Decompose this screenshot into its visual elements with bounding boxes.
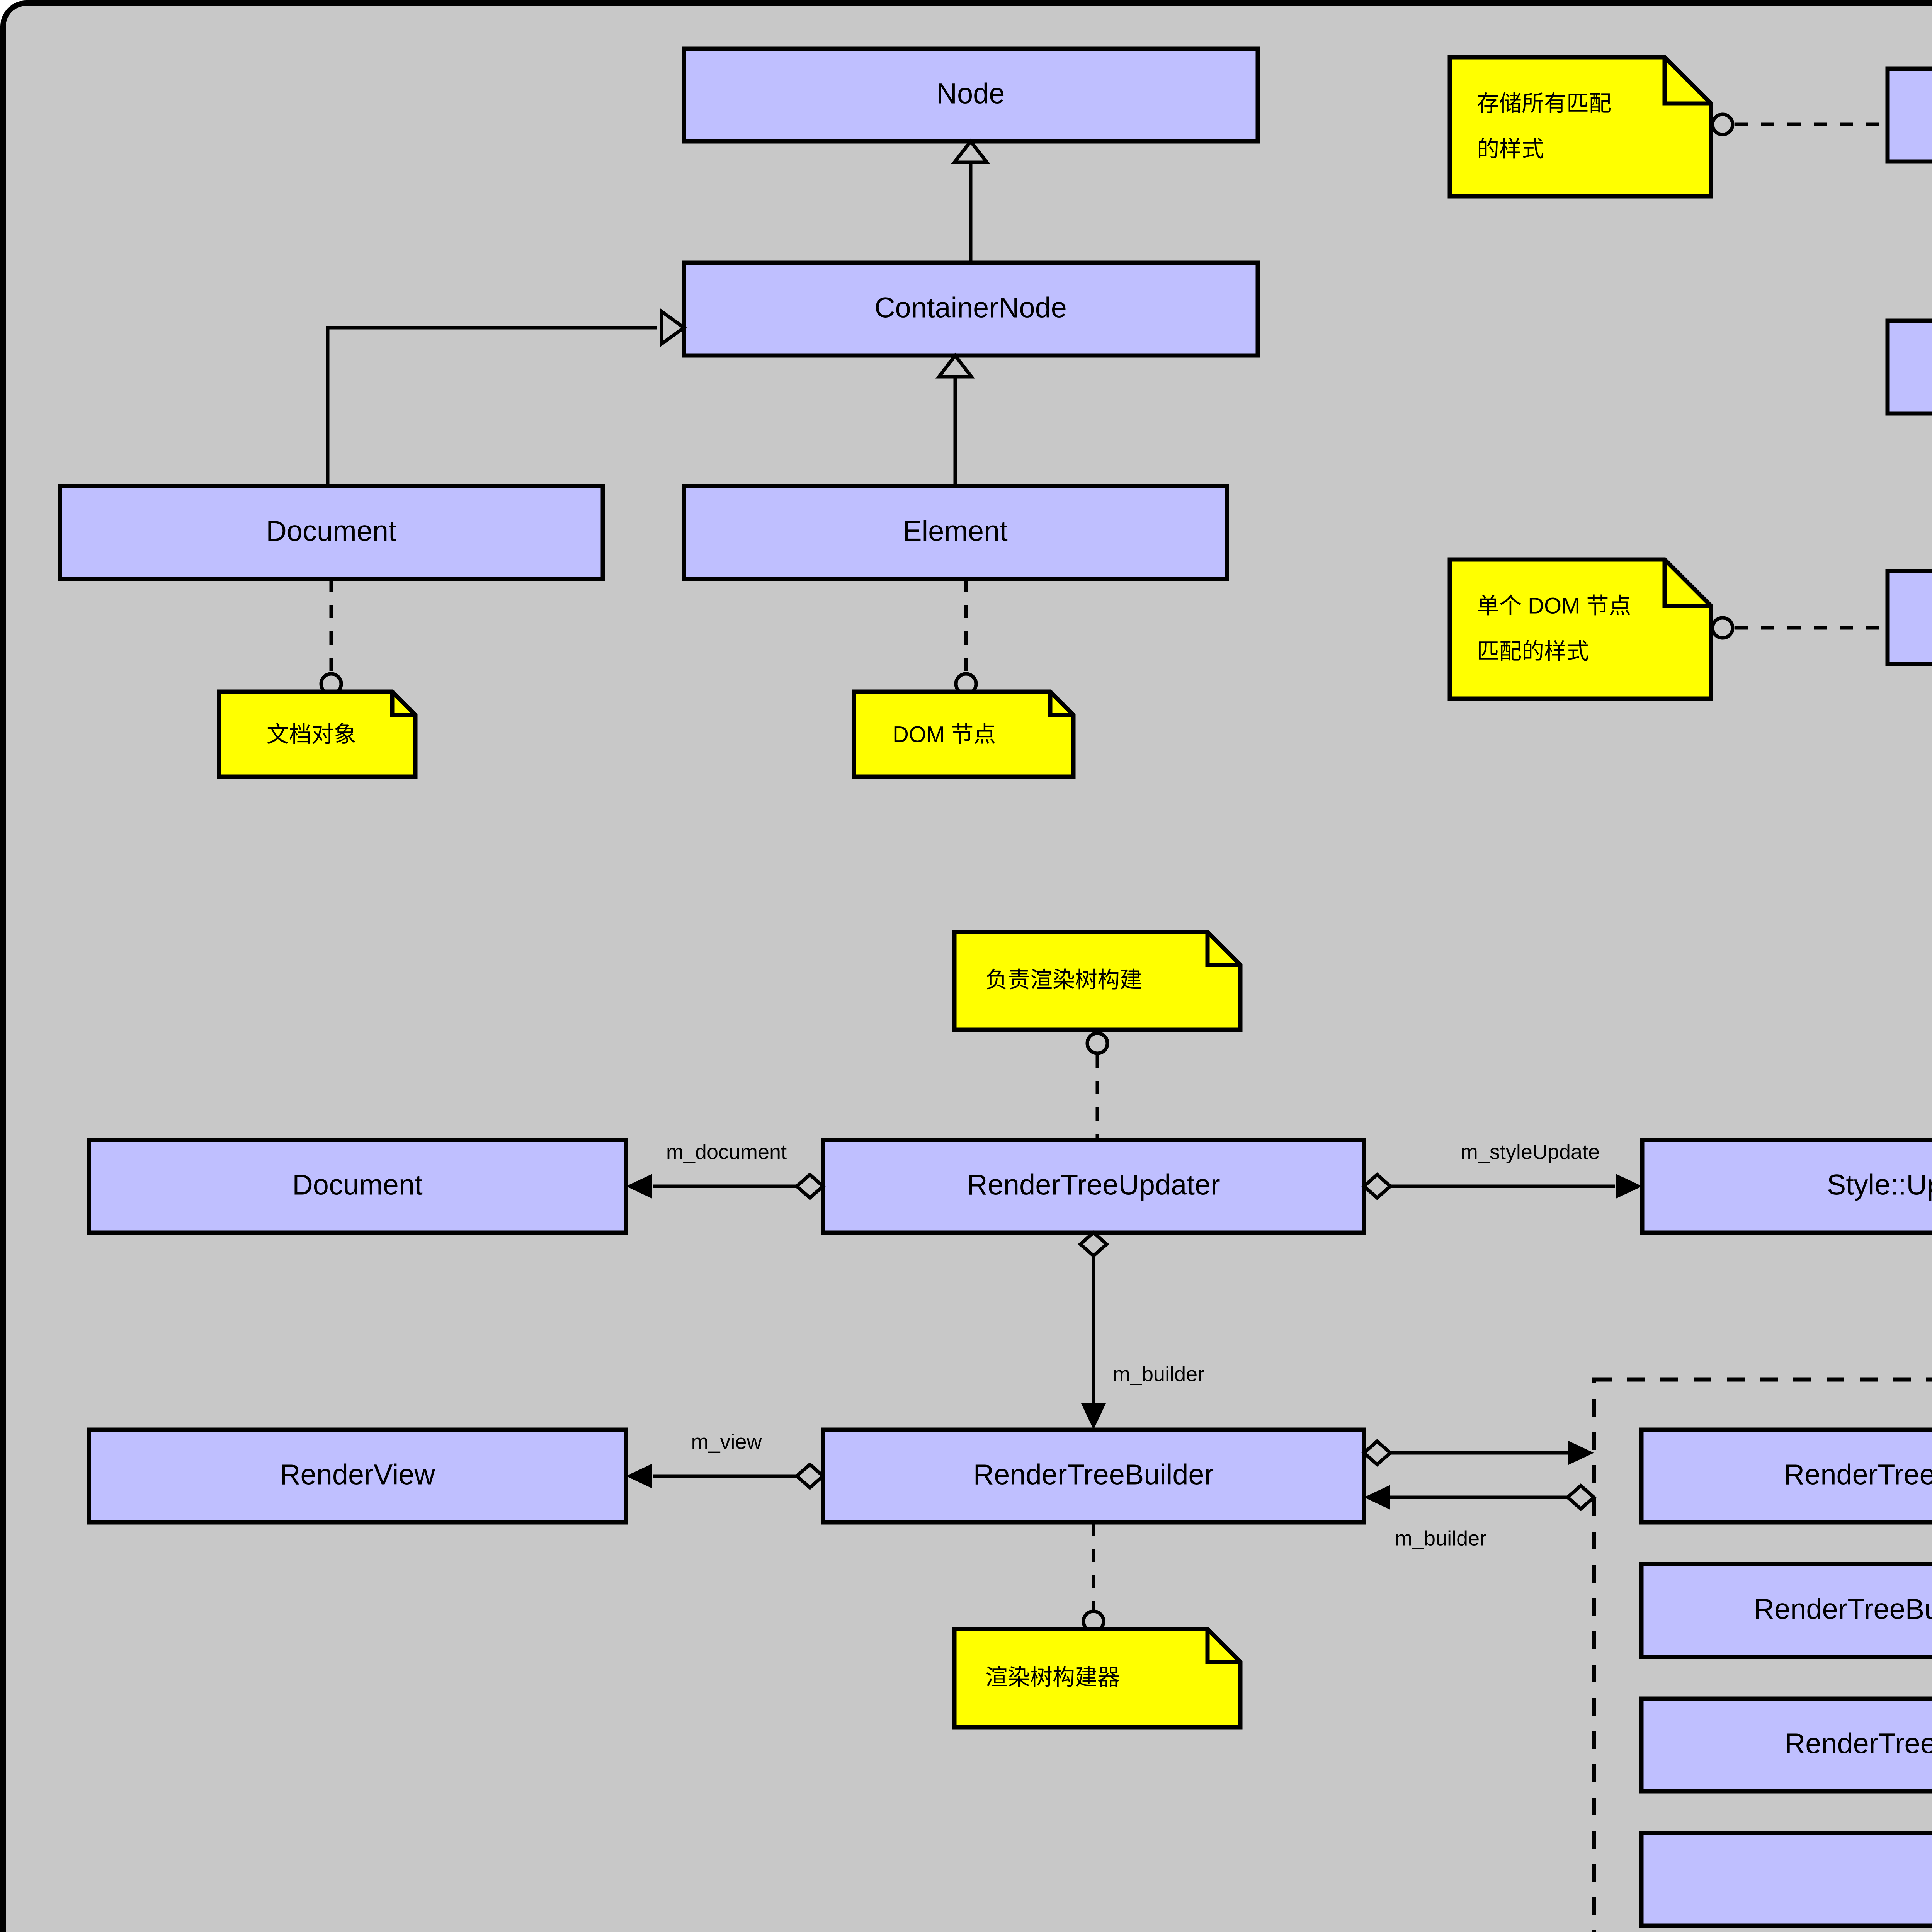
class-box-builder-block[interactable] bbox=[1639, 1427, 1932, 1525]
class-box-render-style[interactable] bbox=[1885, 569, 1932, 666]
edge-document-note-link bbox=[319, 579, 343, 696]
class-label-builder-block: RenderTreeBuilder::Block bbox=[1784, 1459, 1932, 1491]
class-label-render-tree-builder: RenderTreeBuilder bbox=[973, 1459, 1214, 1491]
class-box-document-mid[interactable] bbox=[87, 1138, 628, 1235]
edge-label-m-builder-group: m_builder bbox=[1395, 1527, 1486, 1550]
note-element-line-0: DOM 节点 bbox=[893, 722, 996, 747]
edge-builders-group-to-builder bbox=[1364, 1483, 1597, 1512]
note-document-line-0: 文档对象 bbox=[267, 722, 356, 747]
class-label-container-node: ContainerNode bbox=[874, 292, 1067, 324]
note-render-style-line-1: 匹配的样式 bbox=[1477, 639, 1589, 664]
note-style-update: 存储所有匹配 的样式 bbox=[1447, 55, 1713, 199]
note-element: DOM 节点 bbox=[852, 689, 1076, 779]
note-render-style: 单个 DOM 节点 匹配的样式 bbox=[1447, 557, 1713, 701]
edge-label-m-builder-updater: m_builder bbox=[1113, 1362, 1204, 1386]
note-render-tree-updater-line-0: 负责渲染树构建 bbox=[985, 967, 1142, 992]
edge-render-style-note-link bbox=[1711, 616, 1888, 640]
class-label-document-top: Document bbox=[266, 515, 396, 547]
edge-style-update-note-link bbox=[1711, 112, 1888, 136]
note-style-update-line-1: 的样式 bbox=[1477, 136, 1544, 162]
edge-updater-to-document bbox=[626, 1172, 826, 1201]
edge-label-m-document: m_document bbox=[666, 1140, 787, 1163]
edge-document-to-containernode bbox=[326, 308, 687, 486]
edge-builder-to-builders-group bbox=[1361, 1439, 1594, 1467]
class-label-builder-inline: RenderTreeBuilder::Inline bbox=[1785, 1728, 1932, 1760]
edge-label-m-view: m_view bbox=[691, 1430, 762, 1453]
edge-builder-to-render-view bbox=[626, 1462, 826, 1490]
class-box-builder-ellipsis[interactable] bbox=[1639, 1831, 1932, 1928]
class-box-builder-blockflow[interactable] bbox=[1639, 1562, 1932, 1659]
class-box-element[interactable] bbox=[682, 484, 1229, 581]
note-render-style-line-0: 单个 DOM 节点 bbox=[1477, 593, 1631, 618]
edge-updater-to-builder bbox=[1078, 1230, 1109, 1430]
class-label-element: Element bbox=[903, 515, 1008, 547]
note-render-tree-builder-line-0: 渲染树构建器 bbox=[985, 1665, 1120, 1690]
class-label-node: Node bbox=[937, 78, 1005, 110]
class-label-render-tree-updater: RenderTreeUpdater bbox=[967, 1169, 1220, 1201]
class-box-element-update-map[interactable] bbox=[1885, 318, 1932, 416]
edge-updater-to-style-update bbox=[1361, 1172, 1642, 1201]
builders-group-box bbox=[1592, 1377, 1932, 1932]
note-document: 文档对象 bbox=[217, 689, 418, 779]
class-box-builder-inline[interactable] bbox=[1639, 1696, 1932, 1794]
edge-label-m-styleupdate: m_styleUpdate bbox=[1461, 1140, 1600, 1163]
class-box-document-top[interactable] bbox=[58, 484, 605, 581]
class-box-node[interactable] bbox=[682, 46, 1260, 144]
class-label-builder-blockflow: RenderTreeBuilder::BlockFlow bbox=[1754, 1593, 1932, 1625]
class-label-document-mid: Document bbox=[292, 1169, 423, 1201]
class-label-style-update-mid: Style::Update bbox=[1827, 1169, 1932, 1201]
note-render-tree-updater: 负责渲染树构建 bbox=[952, 930, 1243, 1032]
class-box-container-node[interactable] bbox=[682, 260, 1260, 358]
note-render-tree-builder: 渲染树构建器 bbox=[952, 1627, 1243, 1730]
class-box-render-tree-builder[interactable] bbox=[821, 1427, 1366, 1525]
edge-updater-note-link bbox=[1085, 1031, 1109, 1140]
edge-element-to-containernode bbox=[935, 352, 975, 486]
edge-containernode-to-node bbox=[951, 138, 991, 263]
class-label-render-view: RenderView bbox=[280, 1459, 435, 1491]
note-style-update-line-0: 存储所有匹配 bbox=[1477, 91, 1611, 116]
class-box-style-update-top[interactable] bbox=[1885, 66, 1932, 164]
